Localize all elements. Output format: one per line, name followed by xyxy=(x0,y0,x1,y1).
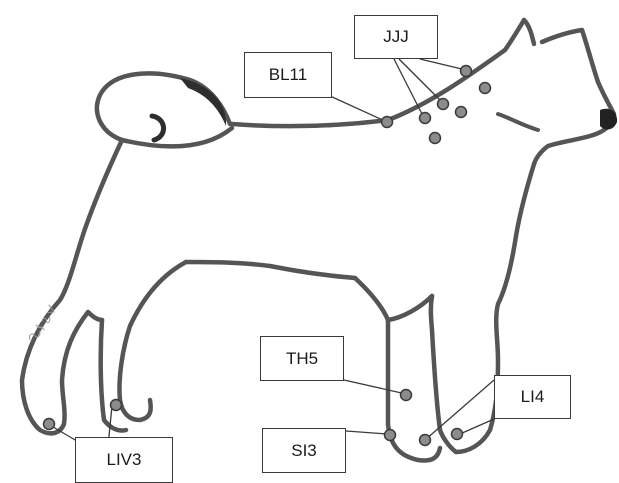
point-th5 xyxy=(401,390,412,401)
label-li4: LI4 xyxy=(494,375,571,419)
point-jjj-4 xyxy=(456,107,467,118)
point-liv3-a xyxy=(44,419,55,430)
point-si3 xyxy=(385,430,396,441)
point-jjj-3 xyxy=(438,99,449,110)
point-li4-b xyxy=(452,429,463,440)
acupoints xyxy=(44,66,491,446)
point-jjj-1 xyxy=(461,66,472,77)
point-jjj-5 xyxy=(420,113,431,124)
label-liv3: LIV3 xyxy=(75,437,173,483)
label-bl11: BL11 xyxy=(244,52,332,98)
label-si3: SI3 xyxy=(262,428,346,473)
leader-jjj-3 xyxy=(420,59,466,70)
point-li4-a xyxy=(420,435,431,446)
leader-th5 xyxy=(344,380,406,394)
label-th5: TH5 xyxy=(260,336,344,381)
label-jjj: JJJ xyxy=(354,15,438,59)
point-bl11 xyxy=(382,117,393,128)
leader-bl11 xyxy=(330,96,387,122)
point-liv3-b xyxy=(111,400,122,411)
leader-si3 xyxy=(346,431,387,434)
point-jjj-2 xyxy=(480,83,491,94)
point-jjj-6 xyxy=(430,133,441,144)
